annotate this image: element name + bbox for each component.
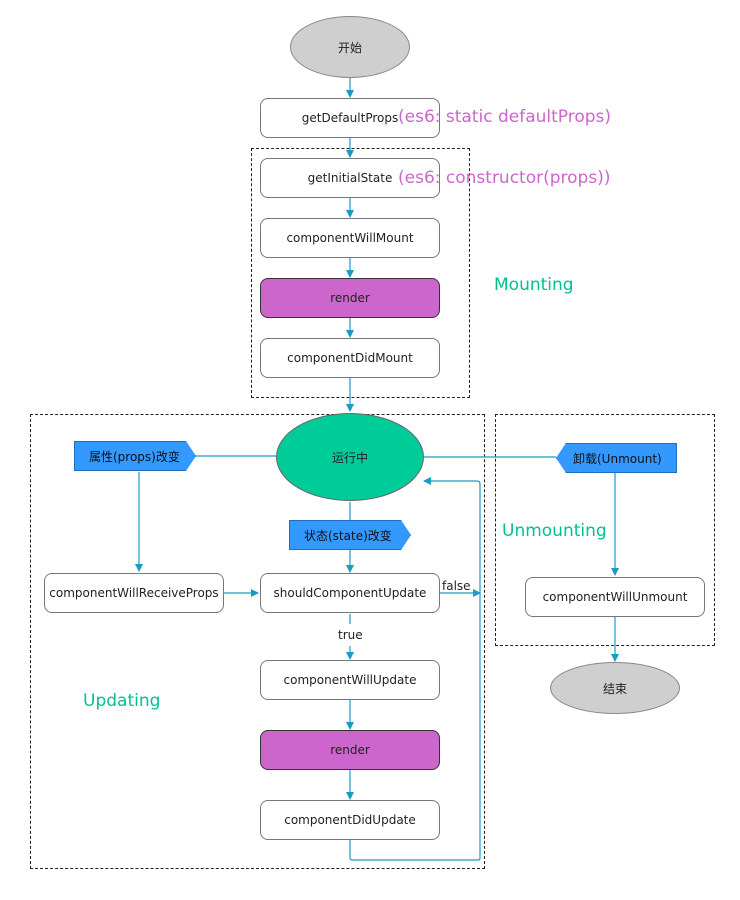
es6-constructor-note: (es6: constructor(props)) <box>398 168 611 188</box>
component-will-unmount-node: componentWillUnmount <box>525 577 705 617</box>
updating-phase-label: Updating <box>83 691 161 711</box>
component-will-unmount-label: componentWillUnmount <box>542 590 688 604</box>
end-label: 结束 <box>602 681 627 696</box>
component-did-mount-label: componentDidMount <box>287 351 413 365</box>
unmounting-phase-label: Unmounting <box>502 521 607 541</box>
start-node: 开始 <box>290 16 410 78</box>
component-will-receive-props-label: componentWillReceiveProps <box>49 586 219 600</box>
render-update-node: render <box>260 730 440 770</box>
unmounting-region <box>495 414 715 646</box>
state-change-tag: 状态(state)改变 <box>289 520 411 550</box>
state-change-label: 状态(state)改变 <box>304 528 392 543</box>
component-will-mount-node: componentWillMount <box>260 218 440 258</box>
component-did-mount-node: componentDidMount <box>260 338 440 378</box>
mounting-phase-label: Mounting <box>494 275 574 295</box>
get-default-props-node: getDefaultProps <box>260 98 440 138</box>
running-label: 运行中 <box>331 450 368 465</box>
render-mount-label: render <box>330 291 370 305</box>
component-will-receive-props-node: componentWillReceiveProps <box>44 573 224 613</box>
get-initial-state-label: getInitialState <box>307 171 393 185</box>
component-will-update-node: componentWillUpdate <box>260 660 440 700</box>
start-label: 开始 <box>337 40 362 55</box>
should-component-update-node: shouldComponentUpdate <box>260 573 440 613</box>
get-default-props-label: getDefaultProps <box>301 111 399 125</box>
unmount-tag: 卸载(Unmount) <box>556 443 677 473</box>
component-will-update-label: componentWillUpdate <box>283 673 417 687</box>
end-node: 结束 <box>550 662 680 714</box>
should-component-update-label: shouldComponentUpdate <box>273 586 427 600</box>
component-will-mount-label: componentWillMount <box>286 231 414 245</box>
mounting-region <box>251 148 470 398</box>
running-node: 运行中 <box>276 413 424 501</box>
updating-region <box>30 414 485 869</box>
props-change-label: 属性(props)改变 <box>89 449 180 464</box>
es6-default-props-note: (es6: static defaultProps) <box>398 107 612 127</box>
true-edge-label: true <box>338 628 363 642</box>
render-mount-node: render <box>260 278 440 318</box>
component-did-update-label: componentDidUpdate <box>284 813 416 827</box>
props-change-tag: 属性(props)改变 <box>74 441 196 471</box>
unmount-label: 卸载(Unmount) <box>573 451 662 466</box>
false-edge-label: false <box>442 579 471 593</box>
edge-didupdate-running-loop <box>349 477 481 861</box>
render-update-label: render <box>330 743 370 757</box>
component-did-update-node: componentDidUpdate <box>260 800 440 840</box>
get-initial-state-node: getInitialState <box>260 158 440 198</box>
